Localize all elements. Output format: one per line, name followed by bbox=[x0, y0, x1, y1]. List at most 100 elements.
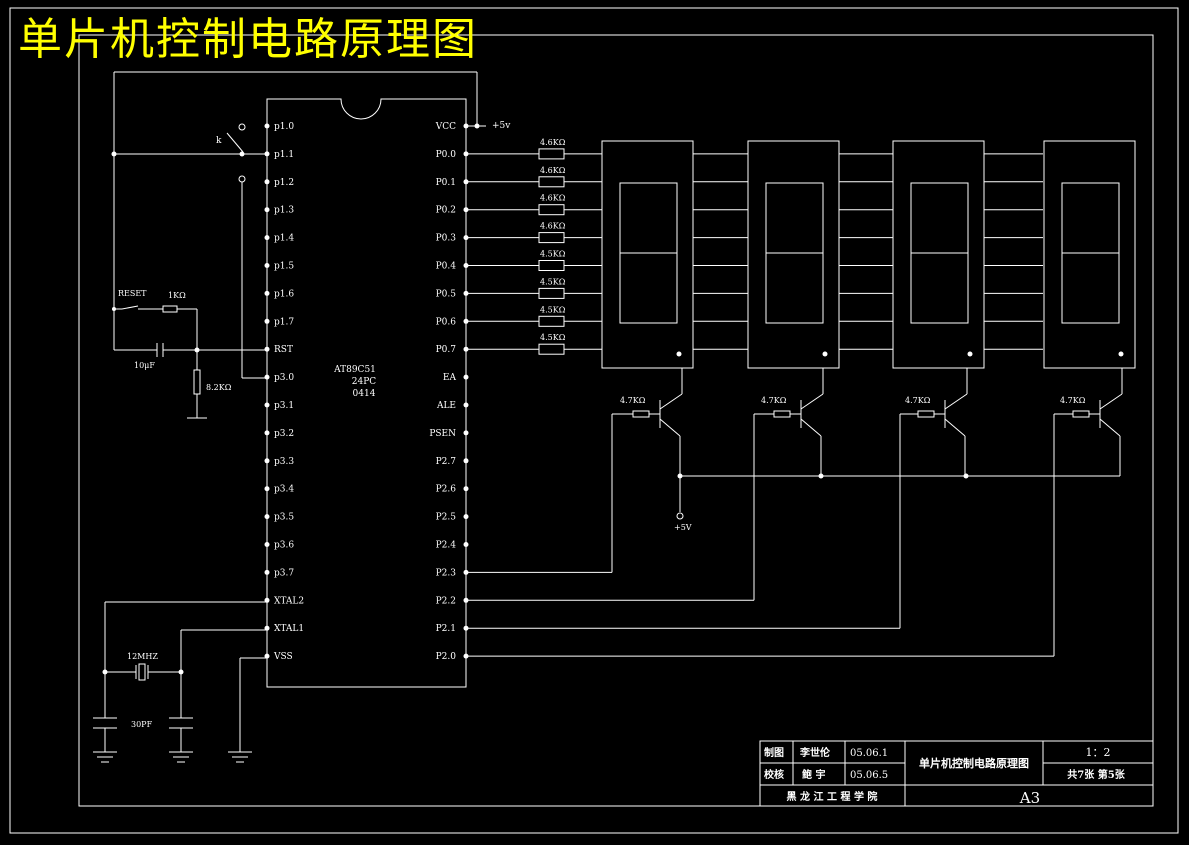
seven-segment-display bbox=[601, 140, 694, 369]
right-pin-label: P0.0 bbox=[436, 150, 457, 160]
capacitor-label: 10μF bbox=[134, 361, 155, 370]
right-pin: P0.7 bbox=[436, 345, 469, 355]
left-pin-label: p3.6 bbox=[274, 541, 294, 551]
right-pin: ALE bbox=[436, 401, 469, 411]
tb-checked-date: 05.06.5 bbox=[850, 770, 888, 781]
left-pin: p1.7 bbox=[264, 317, 294, 327]
reset-resistor-label: 1KΩ bbox=[168, 291, 186, 300]
chip-package: 24PC bbox=[352, 377, 377, 387]
switch-k: k bbox=[111, 123, 267, 379]
rst-resistor-label: 8.2KΩ bbox=[206, 383, 232, 392]
left-pin-label: p1.1 bbox=[274, 150, 294, 160]
transistor-resistor-label: 4.7KΩ bbox=[761, 396, 787, 405]
segment-resistor-label: 4.6KΩ bbox=[540, 138, 566, 147]
left-pin: p1.1 bbox=[264, 150, 294, 160]
left-pin-label: p3.3 bbox=[274, 457, 294, 467]
left-pin-label: p3.0 bbox=[274, 373, 294, 383]
left-pin: RST bbox=[264, 345, 293, 355]
crystal-circuit: 12MHZ 30PF bbox=[93, 601, 267, 763]
right-pin: P2.5 bbox=[436, 513, 469, 523]
right-pin-label: PSEN bbox=[429, 429, 456, 439]
chip-model: AT89C51 bbox=[333, 365, 376, 375]
right-pin: VCC bbox=[435, 122, 469, 132]
right-pin-label: P2.5 bbox=[436, 513, 457, 523]
tb-school: 黑 龙 江 工 程 学 院 bbox=[787, 790, 878, 803]
left-pin-label: XTAL1 bbox=[274, 624, 304, 634]
right-pin-label: P0.6 bbox=[436, 317, 457, 327]
transistor-resistor-label: 4.7KΩ bbox=[1060, 396, 1086, 405]
left-pin: p3.5 bbox=[264, 513, 294, 523]
tb-scale: 1：2 bbox=[1086, 746, 1111, 759]
outer-border bbox=[9, 7, 1179, 834]
left-pin-label: p1.3 bbox=[274, 206, 294, 216]
seven-segment-display bbox=[1043, 140, 1136, 369]
right-pin: P2.6 bbox=[436, 485, 469, 495]
right-pin-label: P0.4 bbox=[436, 262, 457, 272]
left-pin-label: p3.4 bbox=[274, 485, 294, 495]
left-pin-label: p3.5 bbox=[274, 513, 294, 523]
tb-checked-label: 校核 bbox=[764, 768, 784, 781]
left-pin-label: p3.1 bbox=[274, 401, 294, 411]
segment-resistor bbox=[538, 232, 565, 244]
left-pin: p1.2 bbox=[264, 178, 294, 188]
right-pin-label: P2.7 bbox=[436, 457, 457, 467]
left-pin-label: p1.0 bbox=[274, 122, 294, 132]
crystal-caps-label: 30PF bbox=[131, 720, 153, 729]
left-pin-label: p1.5 bbox=[274, 262, 294, 272]
tb-drawn-date: 05.06.1 bbox=[850, 748, 888, 759]
segment-resistor-label: 4.5KΩ bbox=[540, 250, 566, 259]
segment-resistor-label: 4.5KΩ bbox=[540, 277, 566, 286]
right-pin: P0.4 bbox=[436, 262, 469, 272]
left-pin: p1.5 bbox=[264, 262, 294, 272]
left-pin: p1.4 bbox=[264, 234, 294, 244]
left-pin-label: p1.2 bbox=[274, 178, 294, 188]
mcu-chip: AT89C51 24PC 0414 bbox=[266, 98, 467, 688]
segment-resistor bbox=[538, 148, 565, 160]
left-pin: XTAL2 bbox=[264, 596, 304, 606]
right-pin-label: P0.2 bbox=[436, 206, 456, 216]
segment-resistor bbox=[538, 315, 565, 327]
left-pin-label: VSS bbox=[273, 652, 293, 662]
right-pin-label: P2.6 bbox=[436, 485, 457, 495]
right-pin: P2.7 bbox=[436, 457, 469, 467]
segment-resistor-label: 4.6KΩ bbox=[540, 222, 566, 231]
driver-transistor: 4.7KΩ bbox=[466, 368, 683, 573]
left-pin-label: XTAL2 bbox=[274, 596, 304, 606]
right-pin-label: P0.3 bbox=[436, 234, 457, 244]
collector-rail: +5V bbox=[674, 473, 1120, 532]
left-pin: VSS bbox=[264, 652, 293, 662]
left-pin: p3.0 bbox=[264, 373, 294, 383]
right-pin: P0.0 bbox=[436, 150, 469, 160]
left-pin: p3.7 bbox=[264, 568, 294, 578]
left-pin-label: p3.2 bbox=[274, 429, 294, 439]
driver-transistor: 4.7KΩ bbox=[466, 368, 824, 601]
chip-code: 0414 bbox=[353, 389, 376, 399]
driver-transistor: 4.7KΩ bbox=[466, 368, 1123, 657]
switch-label: k bbox=[216, 136, 222, 146]
reset-circuit: RESET 1KΩ 10μF 8.2KΩ bbox=[112, 289, 267, 419]
right-pin: P2.3 bbox=[436, 568, 469, 578]
right-pin: P2.2 bbox=[436, 596, 469, 606]
left-pin: p3.4 bbox=[264, 485, 294, 495]
vcc-connection: +5v bbox=[113, 71, 511, 350]
right-pin: P2.4 bbox=[436, 541, 469, 551]
left-pin-label: p3.7 bbox=[274, 568, 294, 578]
left-pin: p3.3 bbox=[264, 457, 294, 467]
right-pin-label: P0.5 bbox=[436, 289, 457, 299]
segment-resistor bbox=[538, 343, 565, 355]
vcc-supply-label: +5v bbox=[492, 121, 511, 131]
right-pin-label: P2.4 bbox=[436, 541, 457, 551]
left-pin-label: p1.6 bbox=[274, 289, 294, 299]
reset-label: RESET bbox=[118, 289, 147, 298]
tb-sheets: 共7张 第5张 bbox=[1067, 768, 1125, 781]
segment-resistor bbox=[538, 260, 565, 271]
inner-border bbox=[78, 34, 1154, 807]
right-pin-label: P0.1 bbox=[436, 178, 456, 188]
left-pin-label: p1.4 bbox=[274, 234, 294, 244]
right-pin: P0.2 bbox=[436, 206, 469, 216]
right-pin: EA bbox=[443, 373, 469, 383]
segment-resistor bbox=[538, 204, 565, 216]
segment-resistor-label: 4.6KΩ bbox=[540, 194, 566, 203]
